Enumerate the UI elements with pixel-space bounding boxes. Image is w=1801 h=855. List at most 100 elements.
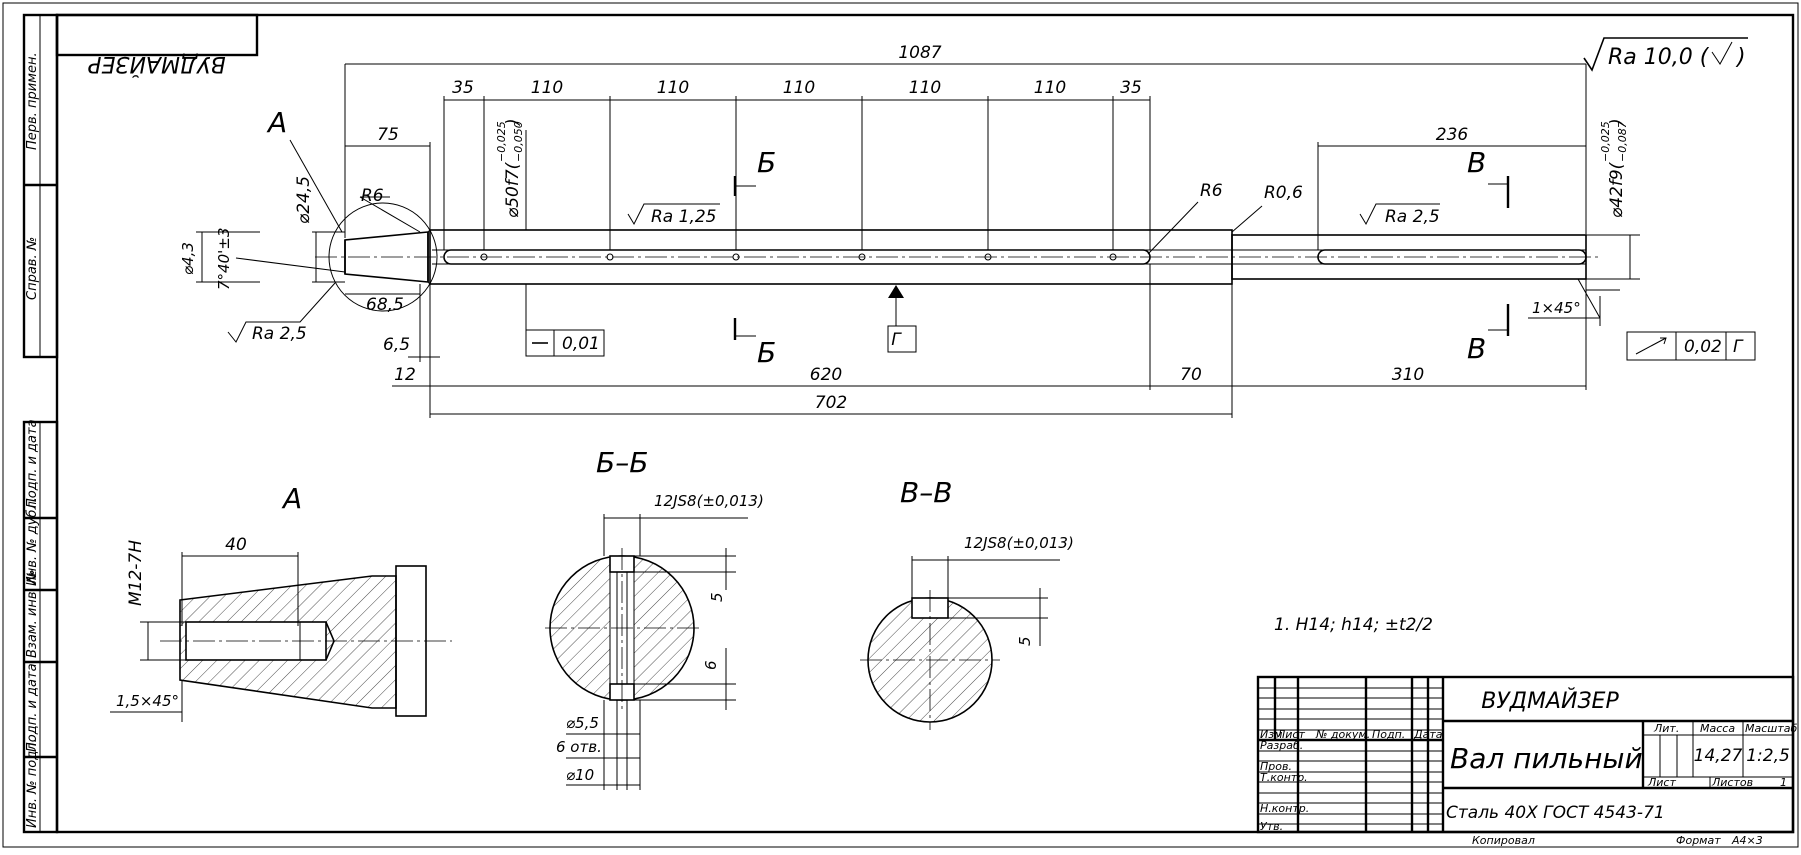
dim-75: 75 (377, 125, 399, 145)
tb-material: Сталь 40Х ГОСТ 4543-71 (1446, 803, 1665, 823)
tb-tkontr: Т.контр. (1260, 771, 1308, 784)
cut-v-bottom: В (1467, 332, 1486, 365)
ra-125: Ra 1,25 (651, 207, 717, 227)
footer-format-val: А4×3 (1731, 834, 1763, 847)
dim-angle: 7°40'±3 (215, 228, 233, 290)
dim-70: 70 (1180, 365, 1202, 385)
technical-note: 1. H14; h14; ±t2/2 (1274, 615, 1433, 635)
dim-110-3: 110 (783, 78, 815, 98)
dimensions-bottom: 12 620 70 310 702 (392, 264, 1587, 418)
tb-part-name: Вал пильный (1450, 742, 1643, 775)
tb-company: ВУДМАЙЗЕР (1481, 688, 1619, 714)
key-depth-6: 6 (702, 660, 720, 670)
dim-phi50-up: −0,025 (495, 121, 508, 162)
runout-tolerance: 0,02 Г (1586, 289, 1756, 361)
dim-685: 68,5 (366, 295, 404, 315)
chamfer-1x45: 1×45° (1532, 299, 1581, 317)
dim-phi42-lo: −0,087 (1616, 121, 1629, 162)
section-vv-view: В–В 12JS8(±0,013) 5 (860, 476, 1074, 730)
cut-b-bottom: Б (757, 336, 776, 369)
side-label-inv-podl: Инв. № подл. (25, 738, 40, 828)
tb-masshtab: Масштаб (1745, 722, 1797, 735)
detail-dim-40: 40 (225, 535, 247, 555)
tb-utv: Утв. (1260, 820, 1283, 833)
section-marks-b: Б Б (733, 146, 776, 369)
shaft-main-view: А Г (266, 106, 1600, 353)
dim-r6-left: R6 (361, 186, 384, 206)
section-bb-title: Б–Б (596, 446, 648, 479)
dim-phi42-up: −0,025 (1599, 121, 1612, 162)
hole-counterbore: ⌀10 (566, 766, 594, 784)
tb-prov: Пров. (1260, 760, 1292, 773)
dim-236: 236 (1436, 125, 1469, 145)
ra-25-right: Ra 2,5 (1385, 207, 1440, 227)
side-label-podp1: Подп. и дата (25, 419, 40, 508)
dim-620: 620 (810, 365, 842, 385)
section-marks-v: В В (1467, 146, 1510, 365)
side-label-perv: Перв. примен. (25, 52, 40, 150)
tb-mass-val: 14,27 (1694, 746, 1743, 766)
detail-chamfer: 1,5×45° (116, 692, 179, 710)
footer-copied: Копировал (1472, 834, 1535, 847)
tb-lit: Лит. (1653, 722, 1679, 735)
dim-110-4: 110 (909, 78, 941, 98)
dim-r06: R0,6 (1264, 183, 1303, 203)
flatness-value: 0,01 (562, 334, 600, 354)
section-vv-title: В–В (900, 476, 952, 509)
hole-dia: ⌀5,5 (566, 714, 599, 732)
dim-310: 310 (1392, 365, 1424, 385)
dim-phi42: ⌀42f9( (1607, 161, 1627, 218)
tb-podp: Подп. (1372, 728, 1405, 741)
tb-sheet: Лист (1647, 776, 1676, 789)
dim-110-1: 110 (531, 78, 563, 98)
tb-razrab: Разраб. (1260, 739, 1303, 752)
dim-phi50-close: ) (503, 118, 523, 127)
key-tol-1: 12JS8(±0,013) (654, 492, 764, 510)
dim-35-right: 35 (1120, 78, 1142, 98)
tb-izm: Изм (1260, 728, 1282, 741)
dim-65: 6,5 (383, 335, 410, 355)
flatness-tolerance: 0,01 (525, 329, 605, 357)
chamfer-label-main: 1×45° (1528, 278, 1601, 319)
dim-12: 12 (394, 365, 416, 385)
dim-overall: 1087 (898, 43, 941, 63)
dim-phi24: ⌀24,5 (294, 176, 314, 224)
key-tol-2: 12JS8(±0,013) (964, 534, 1074, 552)
dim-phi50: ⌀50f7( (503, 161, 523, 218)
hole-count: 6 отв. (556, 738, 602, 756)
tb-massa: Масса (1700, 722, 1735, 735)
tb-ndoc: № докум. (1315, 728, 1370, 741)
dim-phi50-lo: −0,050 (512, 121, 525, 162)
dim-phi43: ⌀4,3 (179, 242, 197, 275)
mirrored-company: ВУДМАЙЗЕР (88, 51, 226, 77)
tb-sheets: Листов (1711, 776, 1753, 789)
key-depth-5b: 5 (1016, 636, 1034, 646)
dim-r6-right: R6 (1200, 181, 1223, 201)
mirrored-stamp: ВУДМАЙЗЕР (55, 13, 259, 77)
dim-110-2: 110 (657, 78, 689, 98)
dim-35-left: 35 (452, 78, 474, 98)
key-depth-5a: 5 (708, 592, 726, 602)
detail-a-title: А (281, 482, 302, 515)
cut-v-top: В (1467, 146, 1486, 179)
dimensions-top: 1087 35 110 110 110 110 110 35 75 236 ⌀5… (179, 43, 1640, 362)
tb-data: Дата (1413, 728, 1443, 741)
tb-scale-val: 1:2,5 (1746, 746, 1790, 766)
dim-702: 702 (815, 393, 847, 413)
general-roughness: Ra 10,0 ( ) (1583, 37, 1748, 72)
detail-m12: M12-7H (126, 540, 146, 606)
side-stamp: Перв. примен. Справ. № Подп. и дата Инв.… (22, 13, 59, 834)
section-bb-view: Б–Б 12JS8(±0,013) 5 6 ⌀5,5 6 отв. ⌀10 (545, 446, 764, 790)
runout-datum: Г (1733, 337, 1744, 357)
runout-value: 0,02 (1684, 337, 1722, 357)
tb-nkontr: Н.контр. (1260, 802, 1309, 815)
detail-a-circle (328, 202, 438, 312)
title-block: Изм Лист № докум. Подп. Дата Разраб. Про… (1256, 675, 1797, 834)
detail-a-label: А (266, 106, 287, 139)
datum-letter: Г (891, 330, 902, 350)
roughness-close-paren: ) (1735, 45, 1746, 70)
footer-format: Формат (1676, 834, 1721, 847)
